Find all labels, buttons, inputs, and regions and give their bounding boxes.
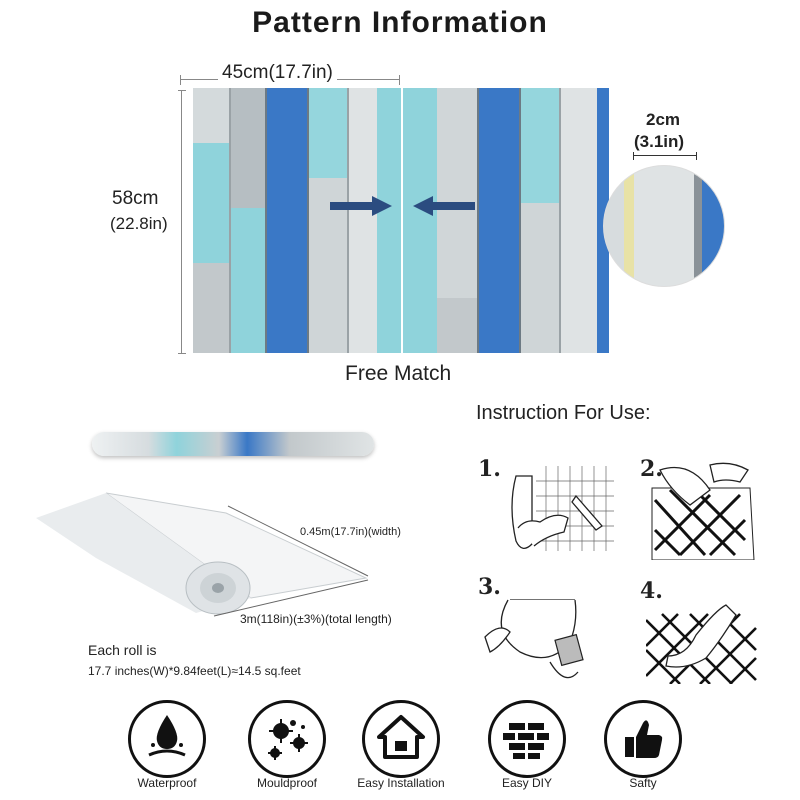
roll-width-label: 0.45m(17.7in)(width): [300, 526, 401, 538]
step-measure-cut-illustration: [511, 466, 614, 551]
easy-diy-badge: [488, 700, 566, 778]
repeat-label-cm: 2cm: [646, 110, 681, 129]
mouldproof-badge: [248, 700, 326, 778]
match-arrow-right-icon: [330, 196, 392, 216]
page-title: Pattern Information: [252, 6, 548, 39]
house-icon: [377, 715, 425, 759]
feature-label-easy-installation: Easy Installation: [357, 776, 445, 790]
thumbs-up-icon: [625, 720, 663, 758]
wood-pattern-panel-left: [193, 88, 401, 353]
coverage-detail: 17.7 inches(W)*9.84feet(L)≈14.5 sq.feet: [88, 664, 301, 678]
feature-label-easy-diy: Easy DIY: [501, 776, 552, 790]
match-arrow-left-icon: [413, 196, 475, 216]
mould-icon: [268, 719, 308, 760]
instructions-heading: Instruction For Use:: [476, 402, 651, 424]
height-dimension-line: [178, 90, 186, 354]
roll-diagram: [36, 492, 369, 617]
step-number: 2.: [640, 456, 663, 482]
waterproof-badge: [128, 700, 206, 778]
rolled-wallpaper-image: [92, 432, 374, 456]
brick-wall-icon: [503, 723, 549, 759]
width-label: 45cm(17.7in): [218, 62, 337, 84]
step-number: 1.: [478, 456, 501, 482]
wood-pattern-panel-right: [403, 88, 609, 353]
step-peel-backing-illustration: [651, 462, 755, 560]
coverage-title: Each roll is: [88, 642, 157, 658]
pattern-closeup-swatch: [603, 165, 725, 287]
roll-length-label: 3m(118in)(±3%)(total length): [240, 612, 392, 626]
free-match-label: Free Match: [345, 362, 452, 385]
safety-badge: [604, 700, 682, 778]
height-label-cm: 58cm: [112, 188, 159, 209]
feature-label-mouldproof: Mouldproof: [256, 776, 318, 790]
easy-installation-badge: [362, 700, 440, 778]
step-number: 4.: [640, 578, 663, 604]
step-number: 3.: [478, 574, 501, 600]
step-finished-wall-illustration: [646, 604, 757, 684]
water-drop-icon: [148, 715, 186, 757]
feature-label-safety: Safty: [629, 776, 657, 790]
step-smooth-apply-illustration: [484, 599, 584, 679]
repeat-label-in: (3.1in): [634, 132, 685, 151]
feature-label-waterproof: Waterproof: [137, 776, 197, 790]
repeat-dimension-line: [633, 152, 697, 160]
height-label-in: (22.8in): [110, 214, 168, 233]
